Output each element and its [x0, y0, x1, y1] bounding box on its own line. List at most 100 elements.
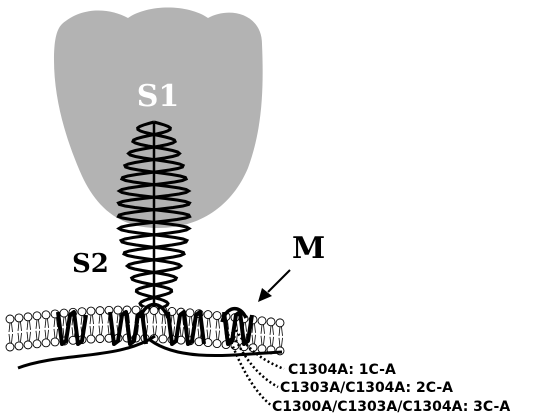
lipid-tail [162, 326, 163, 335]
lipid-tail [264, 325, 265, 334]
lipid-tail [21, 333, 22, 342]
lipid-tail [72, 327, 73, 336]
lipid-head [213, 312, 221, 320]
lipid-tail [279, 327, 280, 336]
lipid-tail [12, 334, 13, 343]
lipid-tail [147, 325, 148, 334]
lipid-tail [63, 328, 64, 337]
lipid-tail [99, 315, 100, 324]
lipid-tail [30, 332, 31, 341]
lipid-tail [165, 326, 166, 335]
lipid-tail [45, 330, 46, 339]
mutant-label-1c-a: C1304A: 1C-A [288, 362, 396, 378]
lipid-tail [12, 323, 13, 332]
lipid-tail [30, 321, 31, 330]
lipid-tail [48, 330, 49, 339]
s2-label: S2 [72, 249, 109, 279]
lipid-tail [219, 331, 220, 340]
lipid-tail [192, 317, 193, 326]
lipid-tail [39, 331, 40, 340]
lipid-head [276, 319, 284, 327]
lipid-tail [198, 329, 199, 338]
lipid-tail [39, 320, 40, 329]
lipid-tail [57, 329, 58, 338]
lipid-tail [36, 331, 37, 340]
lipid-tail [63, 317, 64, 326]
lipid-tail [9, 334, 10, 343]
lipid-head [15, 314, 23, 322]
lipid-tail [147, 314, 148, 323]
m-label: M [292, 231, 325, 266]
lipid-head [33, 312, 41, 320]
lipid-head [33, 340, 41, 348]
lipid-tail [246, 323, 247, 332]
lipid-head [114, 306, 122, 314]
lipid-tail [165, 315, 166, 324]
lipid-head [51, 338, 59, 346]
lipid-tail [48, 319, 49, 328]
lipid-tail [174, 315, 175, 324]
lipid-head [267, 318, 275, 326]
lipid-tail [66, 317, 67, 326]
lipid-tail [252, 335, 253, 344]
lipid-tail [279, 338, 280, 347]
lipid-tail [27, 321, 28, 330]
lipid-head [42, 339, 50, 347]
lipid-tail [270, 337, 271, 346]
lipid-head [78, 308, 86, 316]
lipid-tail [162, 315, 163, 324]
lipid-tail [282, 338, 283, 347]
lipid-head [159, 335, 167, 343]
lipid-tail [93, 326, 94, 335]
lipid-head [24, 313, 32, 321]
lipid-tail [108, 325, 109, 334]
lipid-tail [156, 315, 157, 324]
lipid-tail [207, 319, 208, 328]
lipid-tail [9, 323, 10, 332]
lipid-head [213, 340, 221, 348]
lipid-head [186, 309, 194, 317]
lipid-tail [255, 324, 256, 333]
lipid-head [60, 309, 68, 317]
m-arrow-shaft [268, 270, 290, 292]
lipid-head [6, 315, 14, 323]
lipid-tail [153, 326, 154, 335]
lipid-tail [216, 331, 217, 340]
lipid-head [15, 342, 23, 350]
lipid-tail [99, 326, 100, 335]
lipid-tail [18, 333, 19, 342]
lipid-tail [219, 320, 220, 329]
lipid-tail [36, 320, 37, 329]
lipid-tail [90, 315, 91, 324]
lipid-head [42, 311, 50, 319]
lipid-tail [183, 327, 184, 336]
lipid-tail [153, 315, 154, 324]
lipid-tail [90, 326, 91, 335]
lipid-tail [18, 322, 19, 331]
lipid-tail [264, 336, 265, 345]
mutant-label-2c-a: C1303A/C1304A: 2C-A [280, 380, 453, 396]
lipid-head [87, 335, 95, 343]
lipid-tail [210, 330, 211, 339]
lipid-tail [210, 319, 211, 328]
lipid-head [6, 343, 14, 351]
lipid-tail [81, 316, 82, 325]
lipid-tail [198, 318, 199, 327]
lipid-tail [273, 337, 274, 346]
lipid-head [96, 335, 104, 343]
lipid-head [87, 307, 95, 315]
lipid-tail [117, 314, 118, 323]
lipid-head [204, 311, 212, 319]
lipid-tail [102, 315, 103, 324]
s1-domain [54, 8, 263, 229]
lipid-tail [54, 329, 55, 338]
lipid-tail [45, 319, 46, 328]
lipid-head [150, 307, 158, 315]
lipid-tail [54, 318, 55, 327]
lipid-tail [102, 326, 103, 335]
lipid-tail [189, 328, 190, 337]
lipid-tail [180, 327, 181, 336]
lipid-head [258, 317, 266, 325]
